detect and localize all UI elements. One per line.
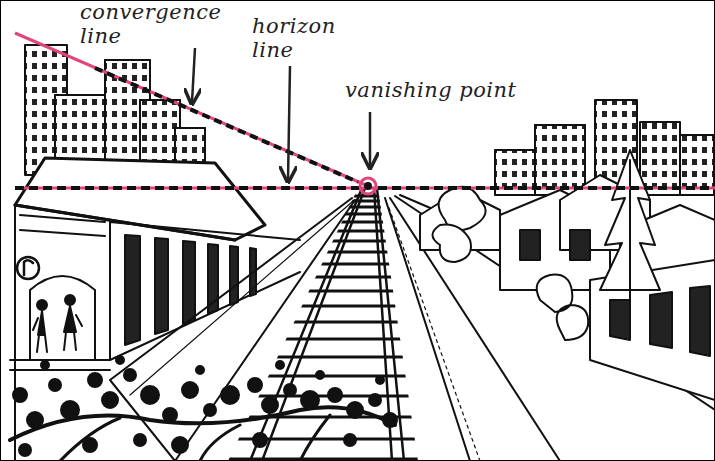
annotation-label: horizon line	[252, 14, 352, 62]
construction-lines	[15, 33, 715, 194]
leader-arrows	[192, 48, 370, 180]
annotation-label: vanishing point	[345, 78, 605, 102]
foreground-bush	[10, 356, 397, 461]
left-buildings	[25, 45, 205, 175]
annotation-label: convergence line	[80, 0, 230, 48]
